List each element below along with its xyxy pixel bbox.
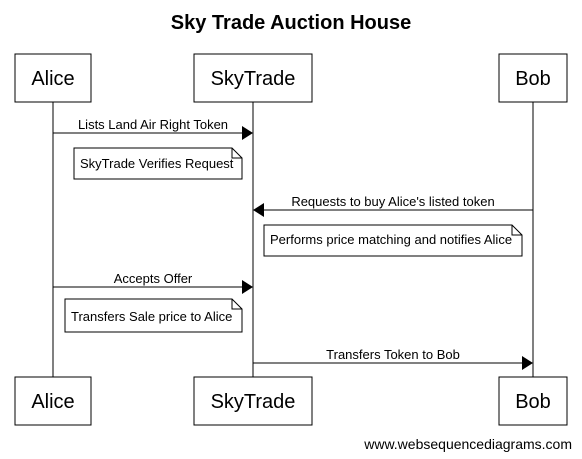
- arrowhead-icon: [242, 280, 253, 294]
- note-1-label: SkyTrade Verifies Request: [80, 156, 234, 171]
- actor-bob-bottom: Bob: [498, 376, 568, 426]
- note-fold-icon: [511, 225, 522, 236]
- message-4-label: Transfers Token to Bob: [326, 347, 460, 362]
- actor-skytrade-bottom-label: SkyTrade: [211, 391, 296, 413]
- message-2: Requests to buy Alice's listed token: [253, 194, 533, 217]
- diagram-title: Sky Trade Auction House: [171, 12, 411, 34]
- message-3: Accepts Offer: [53, 271, 253, 294]
- actor-bob-top-label: Bob: [515, 68, 551, 90]
- message-1-label: Lists Land Air Right Token: [78, 117, 228, 132]
- actor-alice-bottom-label: Alice: [31, 391, 74, 413]
- note-fold-icon: [231, 148, 242, 159]
- actor-alice-bottom: Alice: [14, 376, 92, 426]
- note-3-label: Transfers Sale price to Alice: [71, 309, 232, 324]
- note-fold-icon: [231, 299, 242, 310]
- arrowhead-icon: [242, 126, 253, 140]
- actor-bob-top: Bob: [498, 53, 568, 103]
- arrowhead-icon: [253, 203, 264, 217]
- message-4: Transfers Token to Bob: [253, 347, 533, 370]
- note-3: Transfers Sale price to Alice: [64, 298, 243, 333]
- actor-bob-bottom-label: Bob: [515, 391, 551, 413]
- message-2-label: Requests to buy Alice's listed token: [291, 194, 494, 209]
- note-2: Performs price matching and notifies Ali…: [263, 224, 523, 257]
- message-3-label: Accepts Offer: [114, 271, 193, 286]
- actor-skytrade-top: SkyTrade: [193, 53, 313, 103]
- note-1: SkyTrade Verifies Request: [73, 147, 243, 180]
- footer-watermark[interactable]: www.websequencediagrams.com: [363, 436, 572, 452]
- actor-alice-top-label: Alice: [31, 68, 74, 90]
- arrowhead-icon: [522, 356, 533, 370]
- actor-alice-top: Alice: [14, 53, 92, 103]
- actor-skytrade-top-label: SkyTrade: [211, 68, 296, 90]
- message-1: Lists Land Air Right Token: [53, 117, 253, 140]
- actor-skytrade-bottom: SkyTrade: [193, 376, 313, 426]
- note-2-label: Performs price matching and notifies Ali…: [270, 232, 512, 247]
